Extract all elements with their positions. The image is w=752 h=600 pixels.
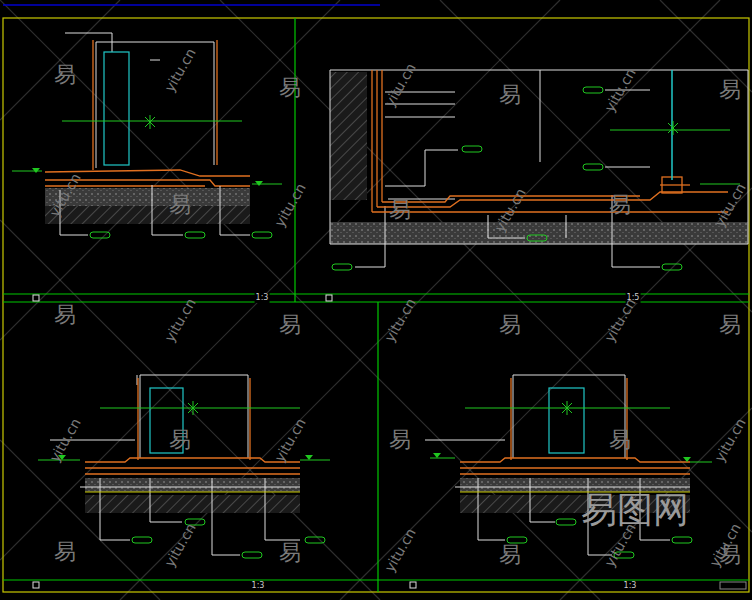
- watermark: 易: [278, 76, 302, 100]
- watermark: yitu.cn: [271, 180, 310, 231]
- watermark: 易: [718, 78, 742, 102]
- watermark: yitu.cn: [161, 295, 200, 346]
- watermark: yitu.cn: [381, 60, 420, 111]
- scale-label: 1:3: [255, 293, 270, 303]
- watermark: 易: [53, 303, 77, 327]
- watermark: yitu.cn: [46, 170, 85, 221]
- watermark: yitu.cn: [381, 525, 420, 576]
- watermark: yitu.cn: [601, 295, 640, 346]
- title-squares: [33, 295, 746, 589]
- watermark: yitu.cn: [601, 65, 640, 116]
- watermark: yitu.cn: [161, 45, 200, 96]
- watermark: yitu.cn: [711, 180, 750, 231]
- watermark: 易: [278, 313, 302, 337]
- watermark: yitu.cn: [46, 415, 85, 466]
- border-line: [3, 4, 380, 6]
- watermark: 易: [608, 193, 632, 217]
- frame: [3, 18, 749, 592]
- watermark: 易: [498, 543, 522, 567]
- watermark: 易: [278, 541, 302, 565]
- scale-label: 1:3: [251, 581, 266, 591]
- watermark-logo: 易图网: [580, 491, 690, 529]
- watermark: 易: [168, 193, 192, 217]
- watermark: 易: [53, 540, 77, 564]
- watermark: 易: [388, 428, 412, 452]
- watermark: 易: [168, 428, 192, 452]
- watermark: 易: [498, 313, 522, 337]
- watermark: yitu.cn: [381, 295, 420, 346]
- watermark: 易: [388, 198, 412, 222]
- watermark: yitu.cn: [711, 415, 750, 466]
- watermark: 易: [498, 83, 522, 107]
- watermark: 易: [608, 428, 632, 452]
- watermark: yitu.cn: [161, 520, 200, 571]
- watermark: 易: [53, 63, 77, 87]
- watermark: yitu.cn: [491, 185, 530, 236]
- watermark: 易: [718, 313, 742, 337]
- detail-1: [12, 33, 282, 238]
- watermark: yitu.cn: [271, 415, 310, 466]
- panel-dividers: [3, 18, 749, 592]
- scale-label: 1:3: [623, 581, 638, 591]
- detail-4: [425, 375, 712, 558]
